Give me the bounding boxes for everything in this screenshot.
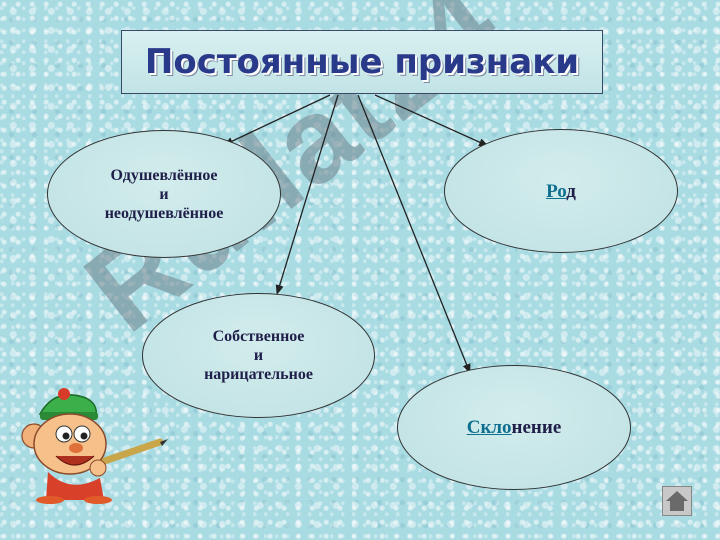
node-proper: Собственное и нарицательное [142,293,375,418]
node-animate-line2: и [159,185,169,203]
arrow-to-gender [374,94,489,147]
node-gender-label: Род [546,182,576,201]
node-animate-line1: Одушевлённое [110,166,218,184]
arrow-to-animate [223,94,331,146]
gender-rest: д [566,180,576,202]
arrow-to-proper [275,94,339,295]
node-declension-label: Склонение [467,418,562,437]
node-animate-line3: неодушевлённое [104,204,224,222]
home-icon[interactable] [662,486,692,516]
cartoon-mascot-icon [21,388,168,504]
declension-link[interactable]: Скло [466,417,512,438]
declension-rest: нение [511,417,562,438]
page-title: Постоянные признаки [144,42,580,82]
arrow-to-declension [357,94,471,374]
node-proper-line1: Собственное [212,328,305,345]
title-box: Постоянные признаки [121,30,603,94]
node-animate: Одушевлённое и неодушевлённое [47,130,281,258]
node-proper-line3: нарицательное [204,366,313,383]
node-proper-line2: и [253,347,264,364]
gender-link[interactable]: Ро [546,180,567,202]
node-gender: Род [444,129,678,253]
node-declension: Склонение [397,365,631,490]
